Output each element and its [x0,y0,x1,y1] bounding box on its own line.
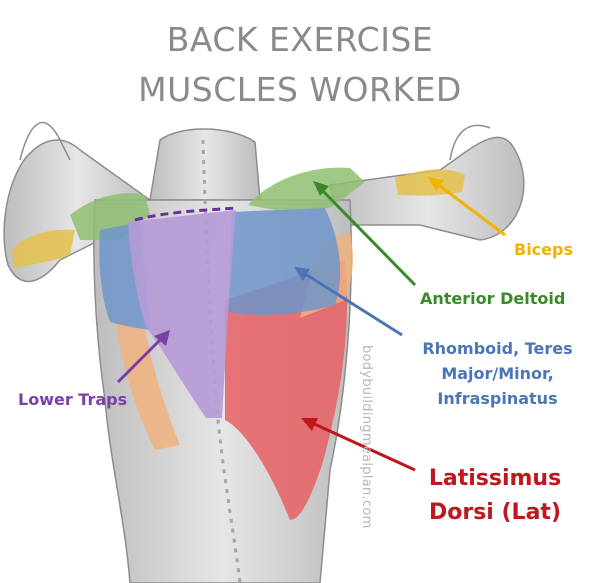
label-rhomboid-line-1: Rhomboid, Teres [422,339,573,358]
label-rhomboid-line-3: Infraspinatus [437,389,558,408]
label-rhomboid-line-2: Major/Minor, [441,364,554,383]
label-lower-traps: Lower Traps [18,390,128,409]
upper-traps-dashed-border [134,206,239,222]
obliques-muscle [115,320,180,450]
watermark: bodybuildingmealplan.com [359,345,374,529]
rhomboid-arrow [294,267,403,337]
label-biceps: Biceps [514,240,573,259]
lats-arrow [301,418,416,472]
lower-traps-muscle [128,210,236,418]
label-anterior-deltoid: Anterior Deltoid [420,289,566,308]
biceps-left-muscle [12,229,75,268]
title-line-2: MUSCLES WORKED [138,70,462,109]
label-rhomboid: Rhomboid, Teres Major/Minor, Infraspinat… [395,336,600,411]
lats-muscle [225,260,348,520]
biceps-right-muscle [395,169,465,196]
biceps-arrow [428,177,506,237]
label-lats-line-1: Latissimus [428,466,562,491]
anterior-deltoid-arrow [313,181,417,287]
label-lats: Latissimus Dorsi (Lat) [410,462,580,530]
deltoid-right-muscle [248,167,365,210]
title-line-1: BACK EXERCISE [166,20,434,59]
rhomboid-right-muscle [228,208,341,316]
lower-traps-arrow [116,330,170,384]
label-lats-line-2: Dorsi (Lat) [428,500,561,525]
